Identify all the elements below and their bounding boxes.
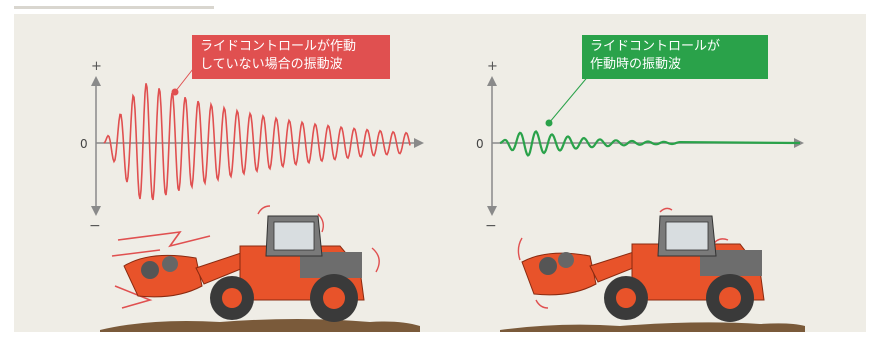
callout-right-line1: ライドコントロールが xyxy=(590,39,721,54)
rear-hub-right xyxy=(719,287,741,309)
vibration-lines-left-2 xyxy=(111,249,161,257)
vibration-lines-right-1 xyxy=(517,237,523,261)
left-axis-down-arrow xyxy=(91,206,101,216)
ground-right xyxy=(500,322,805,332)
vibration-lines-right-2 xyxy=(535,299,549,309)
bucket-load-left-2 xyxy=(162,256,178,272)
right-callout-leader xyxy=(548,73,591,124)
callout-left-line1: ライドコントロールが作動 xyxy=(200,39,357,54)
vibration-lines-left-4 xyxy=(317,213,325,233)
left-axis-right-arrow xyxy=(414,138,424,148)
bucket-load-right-1 xyxy=(539,257,557,275)
front-hub-right xyxy=(616,288,636,308)
bucket-load-left-1 xyxy=(141,261,159,279)
callout-left-line2: していない場合の振動波 xyxy=(200,57,343,72)
left-axis-zero: 0 xyxy=(80,137,88,151)
top-strip-line xyxy=(14,6,214,9)
callout-without-ride-control: ライドコントロールが作動 していない場合の振動波 xyxy=(192,35,390,79)
left-axis: + − 0 xyxy=(80,59,424,234)
vibration-lines-right-3 xyxy=(659,207,673,213)
right-callout-dot xyxy=(545,119,553,127)
wave-with-ride-control xyxy=(499,130,801,157)
vibration-lines-left-3 xyxy=(114,285,153,309)
bucket-load-right-2 xyxy=(558,252,574,268)
front-hub-left xyxy=(222,288,242,308)
vibration-lines-left-6 xyxy=(257,205,271,215)
left-axis-minus: − xyxy=(89,218,101,234)
ground-left xyxy=(100,319,420,332)
cab-window-right xyxy=(665,221,709,251)
right-axis-down-arrow xyxy=(487,206,497,216)
rear-hub-left xyxy=(323,287,345,309)
right-axis-plus: + xyxy=(487,59,498,74)
vibration-lines-left-1 xyxy=(117,230,211,248)
top-strip xyxy=(0,0,881,14)
wheel-loader-left xyxy=(100,205,420,332)
left-callout-dot xyxy=(171,88,179,96)
right-axis-up-arrow xyxy=(487,76,497,86)
wheel-loader-right xyxy=(500,207,805,332)
vibration-lines-left-5 xyxy=(371,247,380,273)
left-axis-up-arrow xyxy=(91,76,101,86)
left-axis-plus: + xyxy=(91,59,102,74)
right-axis-zero: 0 xyxy=(476,137,484,151)
wave-without-ride-control xyxy=(103,83,411,201)
cab-window-left xyxy=(273,221,315,251)
callout-with-ride-control: ライドコントロールが 作動時の振動波 xyxy=(582,35,768,79)
right-axis-minus: − xyxy=(485,218,497,234)
callout-right-line2: 作動時の振動波 xyxy=(590,57,682,72)
